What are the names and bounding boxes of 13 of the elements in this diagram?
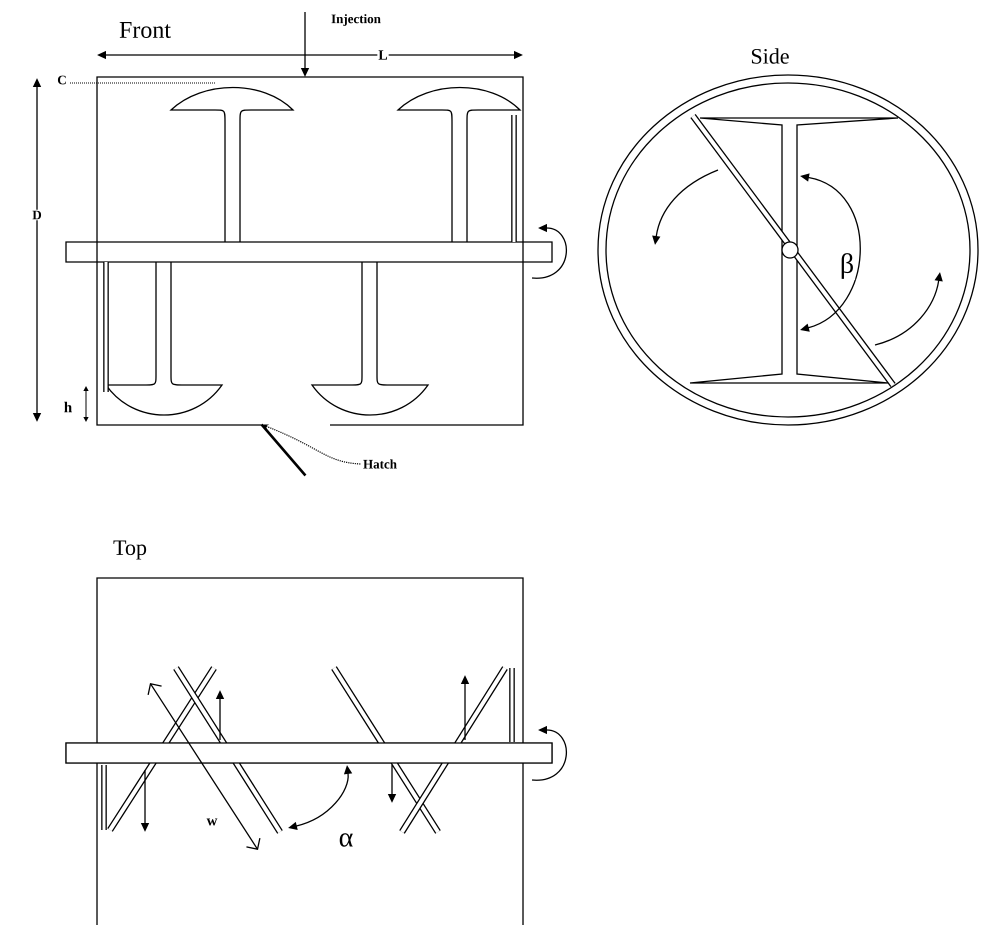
view-title: Side <box>749 47 791 65</box>
dimension-label: L <box>377 49 389 61</box>
hatch-door <box>260 424 306 476</box>
angle-label: β <box>838 252 856 280</box>
dimension-label: w <box>206 817 218 826</box>
dimension-label: h <box>62 400 74 414</box>
view-title: Top <box>112 539 148 561</box>
view-title: Front <box>118 21 172 39</box>
dimension-label: C <box>56 74 68 86</box>
angle-label: α <box>338 832 354 848</box>
dimension-label: D <box>31 210 43 220</box>
part-label: Hatch <box>363 459 397 469</box>
injection-label: Injection <box>330 13 382 27</box>
